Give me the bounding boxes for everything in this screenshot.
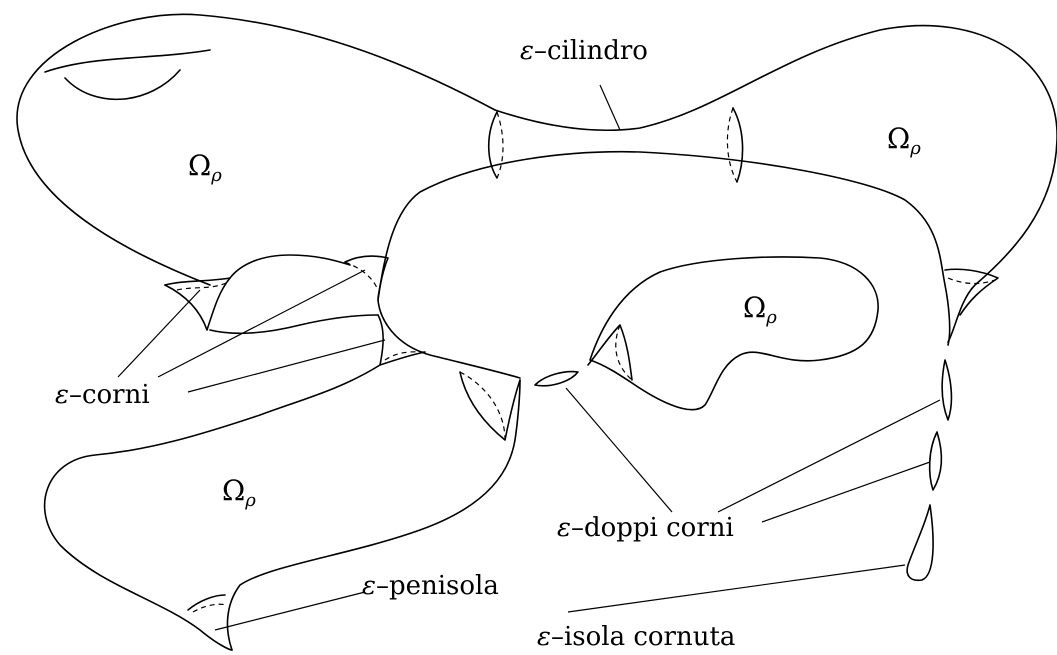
leader-cilindro: [599, 84, 621, 131]
leader-corni-2: [157, 269, 366, 378]
mid-horn-dashed: [459, 371, 506, 441]
mid-horn-outline: [459, 371, 521, 441]
lower-left-region-outline: [43, 364, 381, 651]
omega-rho-label-upper-right: Ωρ: [887, 122, 921, 159]
double-horn-right-2: [928, 431, 943, 491]
left-horn-outline: [164, 277, 231, 331]
leader-doppi-1: [565, 387, 673, 513]
label-penisola: ε–penisola: [362, 571, 499, 601]
left-bump-outline: [229, 254, 351, 279]
leader-doppi-3: [761, 461, 931, 523]
leader-corni-3: [187, 339, 386, 393]
leader-doppi-2: [717, 399, 941, 513]
inner-horn-outline: [587, 324, 633, 381]
handle-upper-curve: [44, 49, 211, 73]
lower-left-region-right-edge: [226, 379, 521, 651]
cylinder-neck-left-dashed: [496, 111, 504, 179]
cylinder-neck-left: [487, 111, 498, 179]
right-horn-dashed: [947, 277, 996, 285]
lower-horn-dashed: [384, 351, 426, 361]
bump-horn-dashed: [344, 261, 379, 291]
omega-rho-label-upper-left: Ωρ: [188, 149, 222, 186]
label-isola-cornuta: ε–isola cornuta: [537, 622, 736, 652]
bump-horn-outline: [344, 255, 389, 299]
cylinder-neck-right-dashed: [726, 107, 738, 183]
omega-rho-label-inner: Ωρ: [743, 291, 777, 328]
left-horn-dashed: [176, 281, 229, 291]
peninsula-tip-outline: [187, 594, 226, 611]
label-doppi-corni: ε–doppi corni: [557, 513, 734, 543]
inner-horn-dashed: [615, 324, 633, 381]
label-cilindro: ε–cilindro: [520, 36, 648, 66]
leader-isola: [567, 564, 906, 613]
central-region-lower-edge: [377, 299, 521, 379]
handle-lower-curve: [64, 69, 181, 101]
central-region-outline: [377, 150, 951, 346]
left-horn-link: [164, 277, 231, 286]
peninsula-tip-dashed: [192, 603, 228, 613]
double-horn-eye: [534, 370, 579, 387]
leader-corni-1: [117, 289, 201, 378]
label-corni: ε–corni: [55, 380, 150, 410]
double-horn-right-1: [941, 359, 953, 421]
horned-island: [906, 504, 934, 582]
cylinder-neck-right: [732, 107, 744, 183]
inner-region-outline: [589, 256, 879, 411]
leader-penisola: [214, 591, 366, 631]
upper-left-region-outline: [16, 13, 1057, 343]
right-horn-outline: [944, 268, 999, 316]
left-bump-lower: [209, 314, 379, 335]
omega-rho-label-lower-left: Ωρ: [222, 474, 256, 511]
